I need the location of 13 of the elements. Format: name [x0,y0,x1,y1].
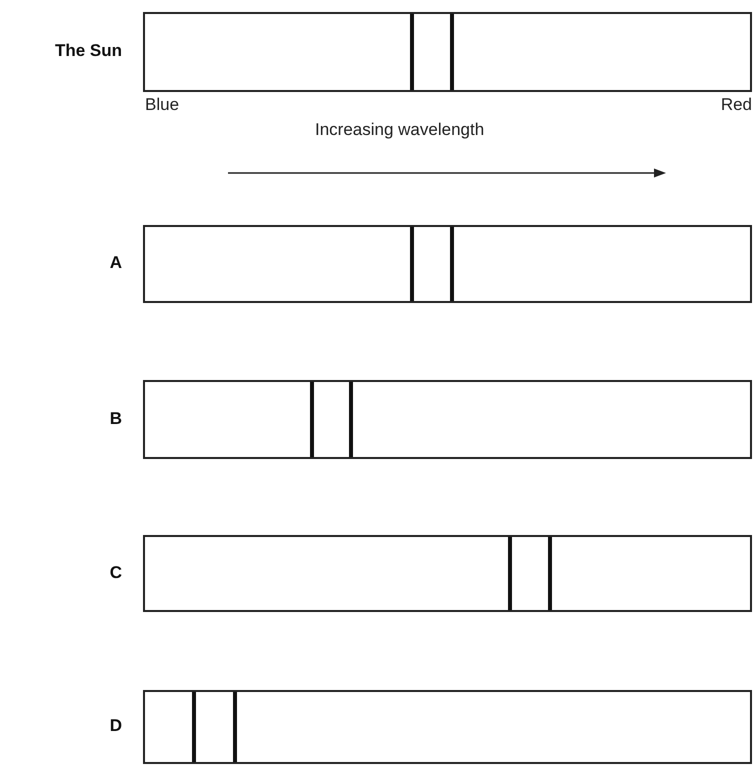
axis-label: Increasing wavelength [315,120,484,140]
spectrum-label: B [110,408,122,428]
axis-label: Blue [145,95,180,115]
spectrum-box [143,535,752,612]
spectrum-box [143,690,752,764]
axis-label: Red [720,95,752,115]
spectrum-box [143,225,752,303]
spectrum-label: D [110,716,122,736]
spectrum-label: C [110,562,122,582]
spectrum-label: The Sun [54,41,122,61]
spectrum-box [143,12,752,92]
spectrum-label: A [110,253,122,273]
spectrum-box [143,380,752,459]
